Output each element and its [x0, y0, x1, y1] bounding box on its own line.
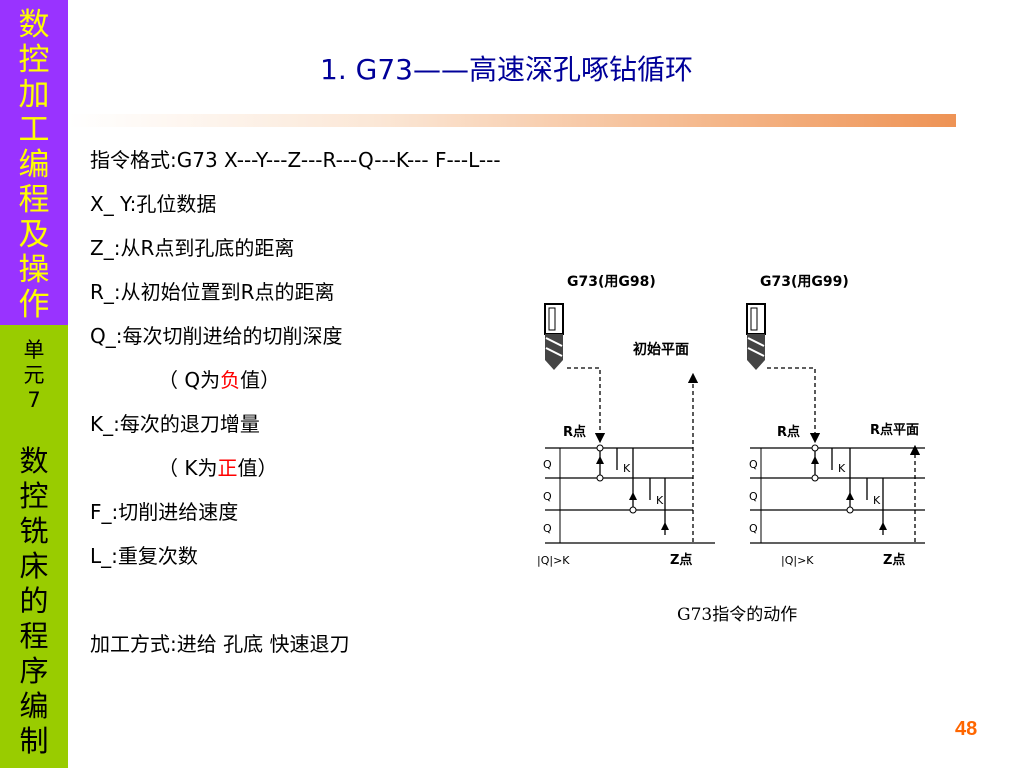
q-label: Q [749, 522, 758, 535]
k-note-highlight: 正 [217, 456, 238, 480]
q-note: （ Q为负值） [158, 364, 280, 393]
r-point-label-right: R点 [777, 424, 800, 440]
sidebar-bottom-panel [0, 325, 68, 768]
course-title-char: 控 [18, 42, 50, 78]
unit-label-char: 元 [23, 363, 45, 387]
drill-tool-icon [746, 303, 766, 370]
slide-title: 1. G73——高速深孔啄钻循环 [320, 53, 693, 86]
unit-title-char: 控 [19, 479, 49, 513]
k-note: （ K为正值） [158, 452, 277, 481]
q-note-highlight: 负 [220, 368, 241, 392]
k-note-prefix: （ K为 [158, 456, 218, 480]
q-label: Q [749, 458, 758, 471]
unit-label: 单 元 7 [0, 338, 68, 413]
q-note-suffix: 值） [240, 368, 281, 392]
l-line: L_:重复次数 [90, 544, 198, 568]
q-note-prefix: （ Q为 [158, 368, 221, 392]
unit-label-char: 单 [23, 338, 45, 362]
f-line: F_:切削进给速度 [90, 500, 239, 524]
format-line: 指令格式:G73 X---Y---Z---R---Q---K--- F---L-… [90, 148, 501, 172]
unit-title-char: 编 [19, 689, 49, 723]
k-label: K [623, 462, 631, 475]
course-title-char: 程 [18, 182, 50, 218]
z-line: Z_:从R点到孔底的距离 [90, 236, 295, 260]
unit-title-char: 数 [19, 444, 49, 478]
course-title-char: 编 [18, 147, 50, 183]
unit-title-char: 床 [19, 549, 49, 583]
q-line: Q_:每次切削进给的切削深度 [90, 324, 343, 348]
unit-title-char: 制 [19, 724, 49, 758]
condition-label-left: |Q|>K [537, 554, 570, 567]
right-diagram-title: G73(用G99) [760, 274, 849, 290]
left-diagram-title: G73(用G98) [567, 274, 656, 290]
course-title-char: 操 [18, 252, 50, 288]
initial-plane-label: 初始平面 [633, 341, 689, 358]
q-label: Q [543, 458, 552, 471]
k-note-suffix: 值） [237, 456, 278, 480]
g73-motion-diagram: G73(用G98) G73(用G99) 初始平面 [505, 260, 972, 588]
page-number: 48 [955, 718, 978, 740]
course-title-char: 及 [18, 217, 50, 253]
course-title-char: 工 [18, 112, 50, 148]
r-line: R_:从初始位置到R点的距离 [90, 280, 335, 304]
drill-tool-icon [544, 303, 564, 370]
unit-title-char: 铣 [19, 514, 49, 548]
r-point-label-left: R点 [563, 424, 586, 440]
course-title: 数 控 加 工 编 程 及 操 作 [0, 8, 68, 323]
z-point-label-left: Z点 [670, 552, 692, 568]
unit-label-char: 7 [27, 388, 41, 412]
course-title-char: 数 [18, 7, 50, 43]
course-title-char: 加 [18, 77, 50, 113]
diagram-caption: G73指令的动作 [677, 605, 798, 625]
k-label: K [656, 494, 664, 507]
z-point-label-right: Z点 [883, 552, 905, 568]
sidebar-top-panel [0, 0, 68, 325]
condition-label-right: |Q|>K [781, 554, 814, 567]
r-plane-label: R点平面 [870, 422, 919, 438]
course-title-char: 作 [18, 287, 50, 323]
q-label: Q [543, 490, 552, 503]
k-label: K [873, 494, 881, 507]
k-label: K [838, 462, 846, 475]
q-label: Q [543, 522, 552, 535]
unit-title: 数 控 铣 床 的 程 序 编 制 [0, 444, 68, 759]
unit-title-char: 的 [19, 584, 49, 618]
xy-line: X_ Y:孔位数据 [90, 192, 217, 216]
title-underline-bar [68, 114, 956, 127]
q-label: Q [749, 490, 758, 503]
unit-title-char: 序 [19, 654, 49, 688]
method-line: 加工方式:进给 孔底 快速退刀 [90, 632, 350, 656]
k-line: K_:每次的退刀增量 [90, 412, 260, 436]
unit-title-char: 程 [19, 619, 49, 653]
